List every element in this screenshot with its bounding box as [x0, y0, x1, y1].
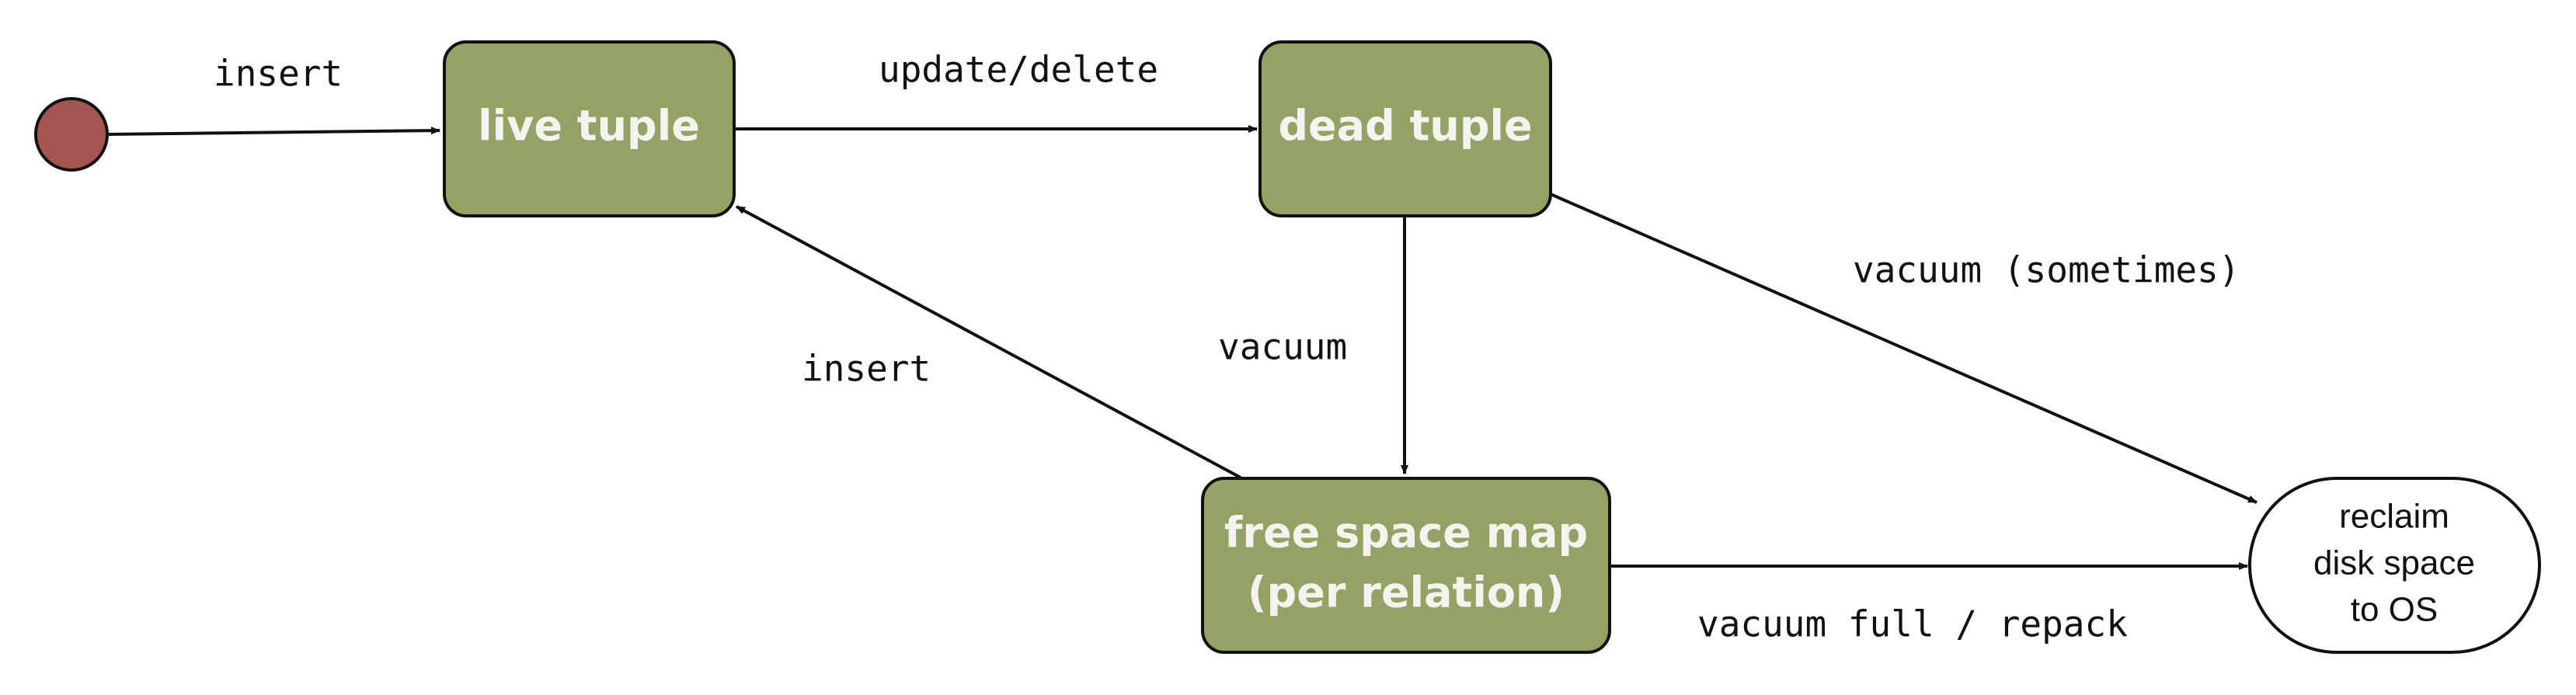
- edge-label-vacuum-sometimes: vacuum (sometimes): [1853, 249, 2240, 291]
- terminal-reclaim-disk-space: reclaim disk space to OS: [2248, 477, 2541, 654]
- terminal-label-line2: disk space: [2313, 544, 2475, 582]
- terminal-label-line3: to OS: [2351, 591, 2438, 629]
- state-live-tuple-label: live tuple: [478, 102, 700, 151]
- edge-label-start-insert: insert: [214, 53, 343, 95]
- state-free-space-map-label-line2: (per relation): [1248, 568, 1565, 617]
- start-node: [34, 97, 109, 172]
- edge-label-vacuum: vacuum: [1218, 326, 1347, 368]
- edge-label-fsm-insert: insert: [802, 348, 931, 390]
- state-dead-tuple: dead tuple: [1258, 40, 1552, 217]
- state-free-space-map-label-line1: free space map: [1224, 509, 1588, 558]
- state-dead-tuple-label: dead tuple: [1278, 102, 1532, 151]
- edge-dead-to-reclaim: [1550, 193, 2257, 504]
- terminal-label-line1: reclaim: [2339, 498, 2449, 536]
- state-dead-tuple-box: [1258, 40, 1552, 217]
- state-live-tuple-box: [443, 40, 736, 217]
- edge-label-update-delete: update/delete: [879, 49, 1158, 91]
- state-free-space-map: free space map (per relation): [1201, 477, 1611, 654]
- edge-start-to-live: [106, 127, 440, 136]
- state-free-space-map-box: [1201, 477, 1611, 654]
- terminal-box: [2248, 477, 2541, 654]
- edge-fsm-to-live: [736, 205, 1241, 479]
- edge-label-vacuum-full-repack: vacuum full / repack: [1697, 603, 2128, 645]
- state-live-tuple: live tuple: [443, 40, 736, 217]
